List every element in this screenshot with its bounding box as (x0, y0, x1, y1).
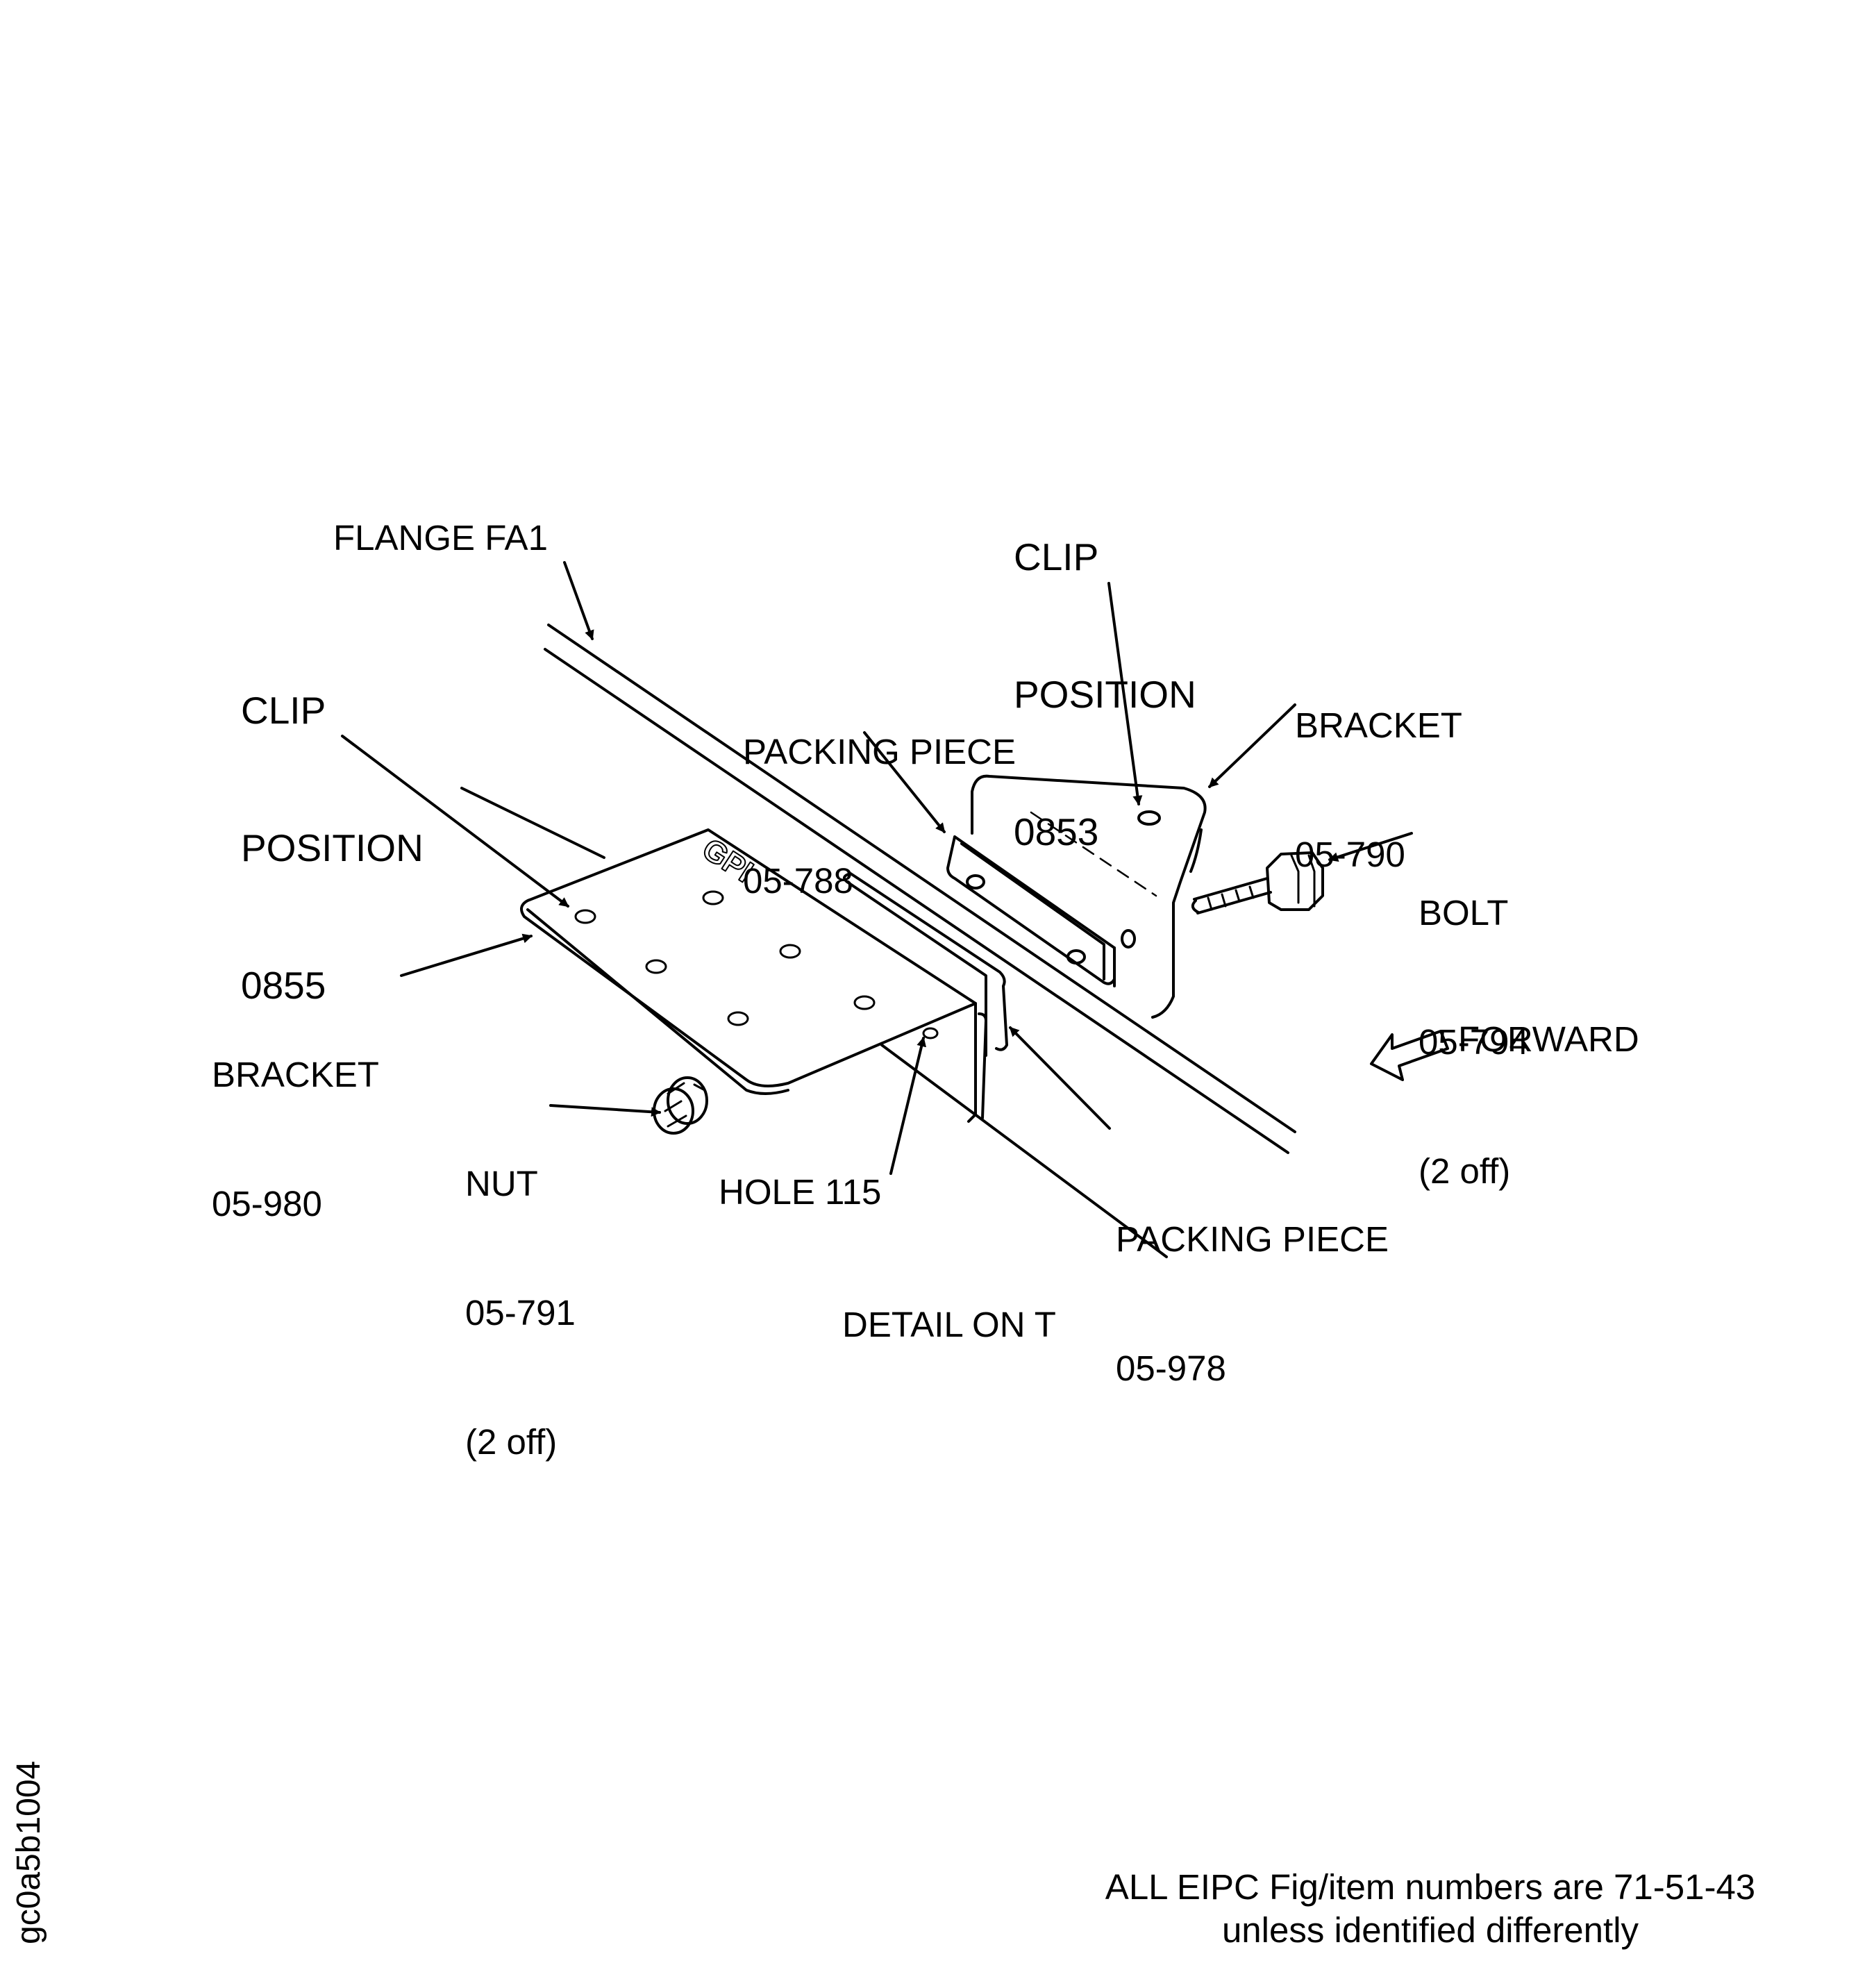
label-packing-piece-05-978: PACKING PIECE 05-978 (1116, 1219, 1389, 1388)
forward-arrow (1371, 1031, 1448, 1080)
leader-flange-fa1 (564, 562, 594, 639)
bracket-05-790 (967, 776, 1205, 1017)
label-clip-position-0855: CLIP POSITION 0855 (241, 689, 424, 1007)
frame-line-lower-right (882, 1045, 1166, 1257)
label-bracket-05-790: BRACKET 05-790 (1295, 705, 1462, 874)
leader-nut-791 (551, 1105, 660, 1117)
leader-bracket-790 (1210, 705, 1295, 787)
label-packing-piece-05-788: PACKING PIECE 05-788 (743, 732, 1016, 901)
leader-hole-115 (891, 1038, 926, 1173)
bracket-holes (576, 892, 937, 1038)
label-bolt-05-794: BOLT 05-794 (2 off) (1419, 893, 1529, 1191)
nut-05-791 (654, 1078, 707, 1133)
figure-id: gc0a5b1004 (10, 1760, 47, 1944)
bolt-05-794 (1193, 853, 1323, 913)
packing-piece-05-978 (844, 874, 1007, 1055)
diagram-caption: DETAIL ON T (842, 1305, 1056, 1344)
leader-clip-0855 (342, 736, 568, 906)
leader-packing-piece-788 (864, 733, 944, 832)
leader-packing-piece-978 (1010, 1028, 1110, 1128)
footer-note: ALL EIPC Fig/item numbers are 71-51-43 u… (1105, 1867, 1756, 1950)
label-forward: FORWARD (1458, 1019, 1639, 1059)
frame-line-upper-left (462, 788, 604, 858)
label-hole-115: HOLE 115 (719, 1172, 882, 1212)
label-nut-05-791: NUT 05-791 (2 off) (465, 1164, 576, 1462)
leader-bracket-980 (401, 933, 531, 976)
label-clip-position-0853: CLIP POSITION 0853 (1014, 535, 1196, 853)
flange-fa1-edge-lower (545, 649, 1288, 1153)
leader-lines (342, 562, 1412, 1173)
label-flange-fa1: FLANGE FA1 (333, 518, 548, 558)
flange-fa1-edge-upper (549, 625, 1295, 1132)
leader-clip-0853 (1109, 583, 1143, 804)
leader-bolt-794 (1330, 833, 1412, 862)
label-bracket-05-980: BRACKET 05-980 (212, 1055, 379, 1223)
